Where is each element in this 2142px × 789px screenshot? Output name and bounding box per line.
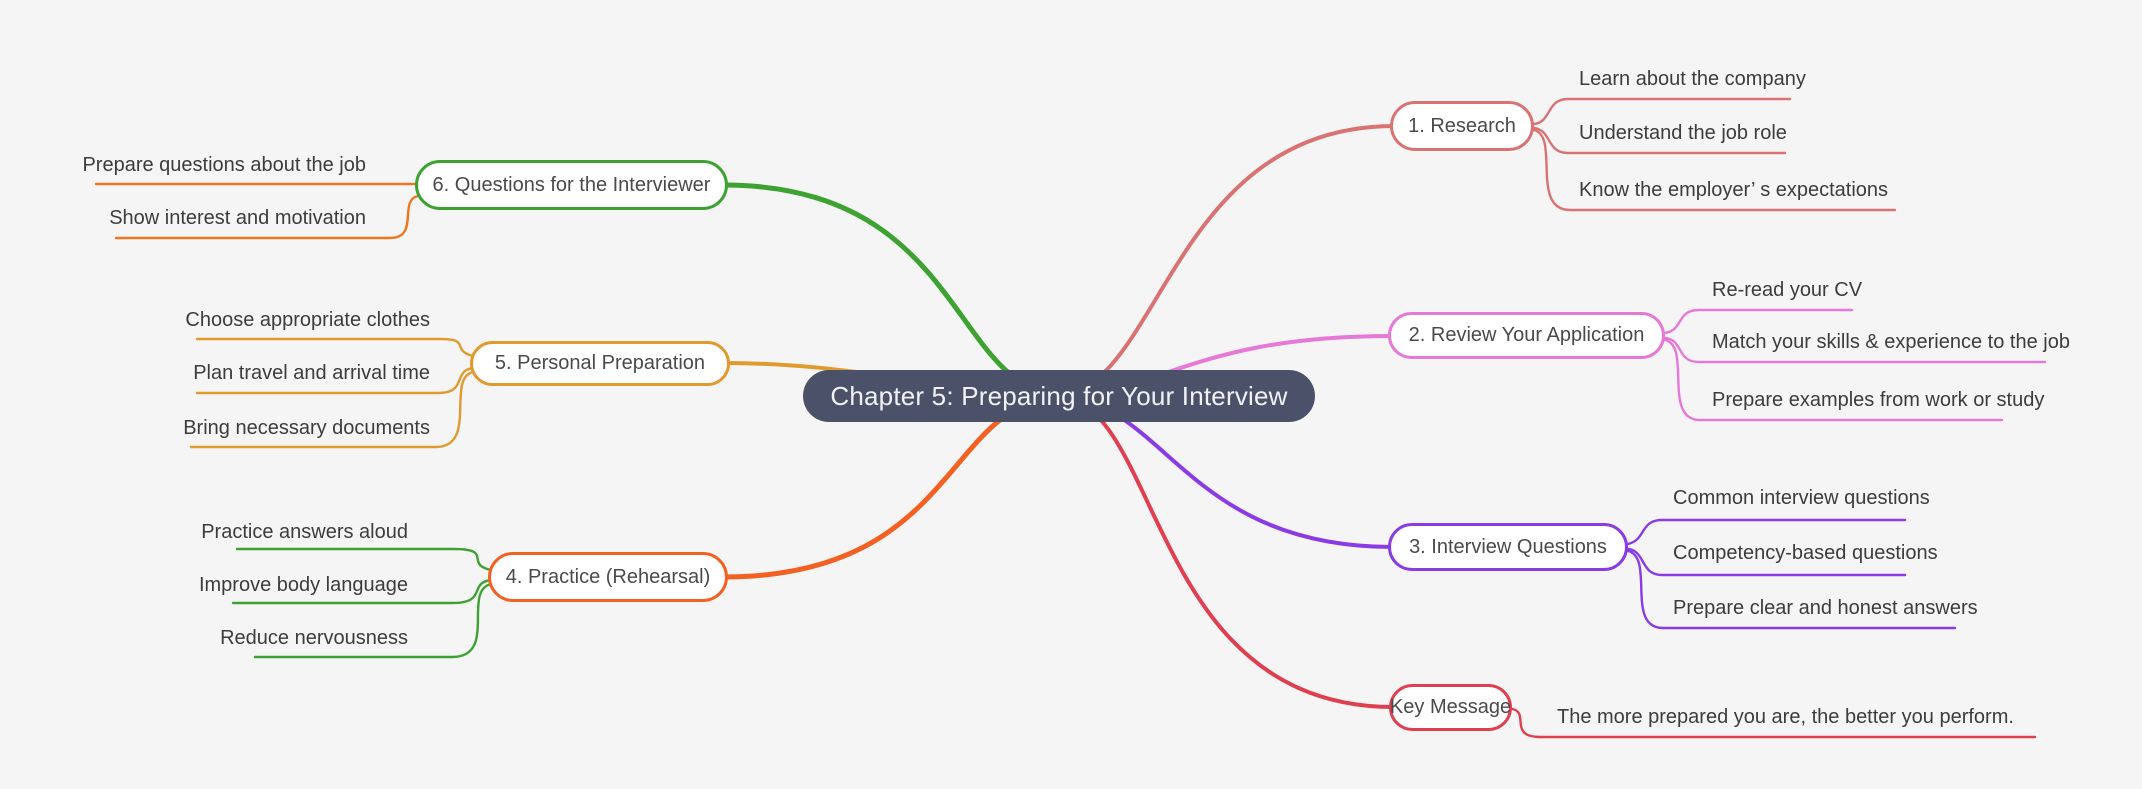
trunk-key-message — [1056, 394, 1396, 709]
node-practice-rehearsal[interactable]: 4. Practice (Rehearsal) — [488, 552, 728, 602]
leaf-line — [1532, 128, 1897, 212]
leaf-node[interactable]: Prepare examples from work or study — [1712, 389, 2045, 411]
leaf-node[interactable]: Reduce nervousness — [220, 627, 408, 649]
leaf-line — [195, 366, 475, 395]
leaf-line — [253, 582, 493, 659]
leaf-node[interactable]: Re-read your CV — [1712, 279, 1863, 301]
node-key-message[interactable]: Key Message — [1389, 684, 1512, 731]
leaf-node[interactable]: Show interest and motivation — [109, 207, 366, 229]
node-key-message-label: Key Message — [1389, 696, 1512, 718]
leaf-node[interactable]: Common interview questions — [1673, 487, 1930, 509]
leaf-line — [1532, 126, 1787, 155]
leaf-line — [235, 547, 493, 572]
leaf-line — [1663, 308, 1854, 335]
leaf-line — [114, 194, 420, 240]
node-interview-questions[interactable]: 3. Interview Questions — [1388, 523, 1628, 571]
node-review-application-label: 2. Review Your Application — [1408, 324, 1645, 346]
root-node-label: Chapter 5: Preparing for Your Interview — [830, 380, 1288, 411]
node-practice-rehearsal-label: 4. Practice (Rehearsal) — [505, 565, 711, 588]
leaf-node[interactable]: Learn about the company — [1579, 68, 1806, 90]
node-review-application[interactable]: 2. Review Your Application — [1388, 312, 1665, 359]
leaf-line — [1532, 97, 1792, 126]
leaf-node[interactable]: Prepare questions about the job — [82, 154, 366, 176]
leaf-line — [189, 370, 475, 449]
node-questions-for-interviewer[interactable]: 6. Questions for the Interviewer — [415, 160, 728, 210]
node-personal-preparation-label: 5. Personal Preparation — [494, 352, 706, 374]
leaf-node[interactable]: Prepare clear and honest answers — [1673, 597, 1978, 619]
leaf-node[interactable]: Understand the job role — [1579, 122, 1787, 144]
leaf-line — [1663, 338, 2004, 422]
node-research-label: 1. Research — [1408, 114, 1516, 137]
leaf-node[interactable]: Choose appropriate clothes — [185, 309, 430, 331]
leaf-node[interactable]: The more prepared you are, the better yo… — [1557, 706, 2014, 728]
node-questions-for-interviewer-label: 6. Questions for the Interviewer — [432, 173, 711, 196]
leaf-line — [1663, 336, 2047, 364]
leaf-line — [1626, 547, 1907, 577]
leaf-line — [195, 337, 475, 358]
leaf-node[interactable]: Know the employer’ s expectations — [1579, 179, 1889, 201]
trunk-practice — [720, 395, 1061, 580]
leaf-node[interactable]: Improve body language — [198, 574, 408, 596]
leaf-node[interactable]: Competency-based questions — [1673, 542, 1938, 564]
leaf-line — [1626, 549, 1957, 630]
leaf-node[interactable]: Bring necessary documents — [183, 417, 430, 439]
leaf-node[interactable]: Plan travel and arrival time — [193, 362, 430, 384]
leaf-line — [1510, 707, 2037, 739]
node-personal-preparation[interactable]: 5. Personal Preparation — [470, 341, 730, 386]
leaf-node[interactable]: Match your skills & experience to the jo… — [1712, 331, 2070, 353]
node-interview-questions-label: 3. Interview Questions — [1409, 535, 1607, 558]
root-node[interactable]: Chapter 5: Preparing for Your Interview — [803, 370, 1315, 422]
leaf-line — [231, 578, 493, 605]
node-research[interactable]: 1. Research — [1390, 101, 1534, 151]
leaf-node[interactable]: Practice answers aloud — [201, 521, 408, 543]
leaf-line — [1626, 518, 1907, 546]
